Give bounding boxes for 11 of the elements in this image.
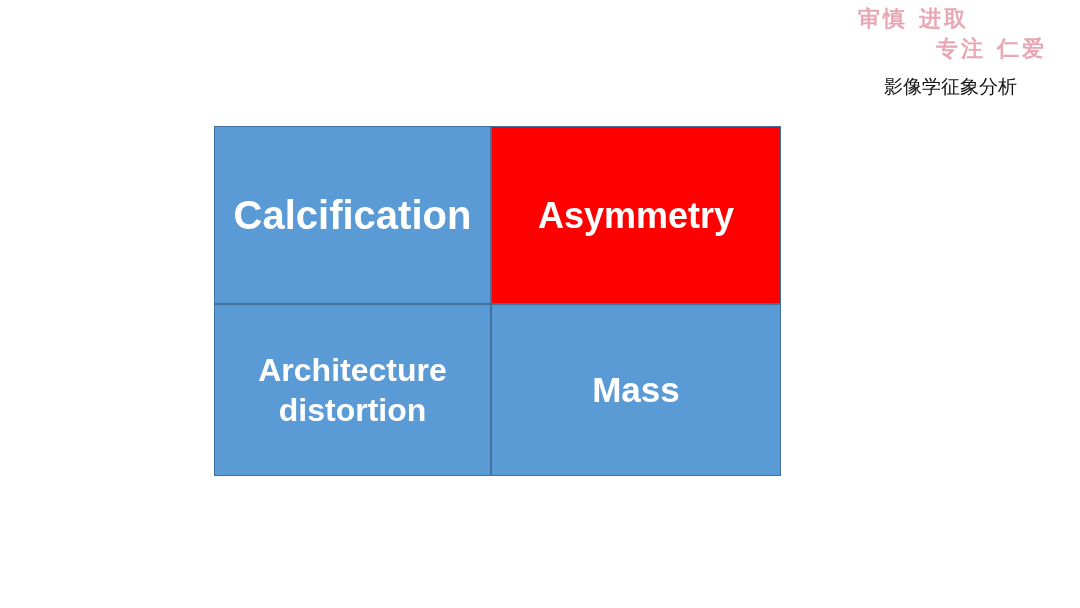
category-label: Mass <box>592 369 680 412</box>
category-label: Asymmetry <box>537 193 735 238</box>
category-panel <box>491 126 781 304</box>
category-panel <box>214 126 491 304</box>
slide-title: 影像学征象分析 <box>884 74 1017 99</box>
motto-text: 专注 仁爱 <box>936 34 1047 63</box>
category-panel <box>491 304 781 476</box>
category-label: Architecture distortion <box>257 351 448 430</box>
motto-text: 审慎 进取 <box>858 4 969 33</box>
category-label: Calcification <box>233 192 472 239</box>
category-panel <box>214 304 491 476</box>
